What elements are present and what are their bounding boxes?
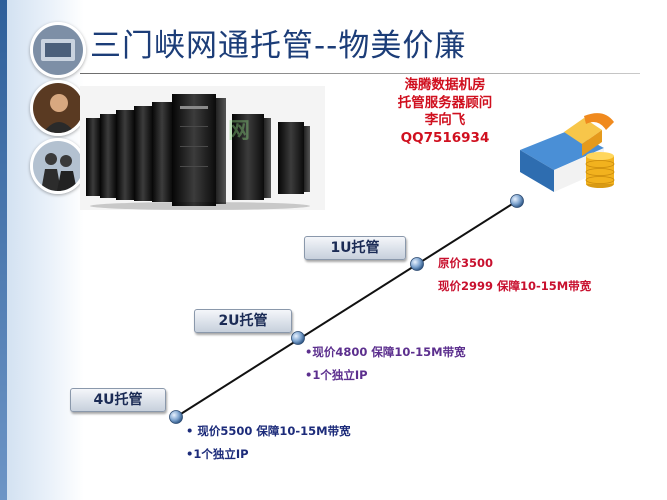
page-title: 三门峡网通托管--物美价廉 (90, 28, 467, 64)
watermark-text: 网 (228, 119, 252, 144)
contact-info: 海腾数据机房 托管服务器顾问 李向飞 QQ7516934 (360, 77, 530, 147)
business-photo-2 (30, 80, 86, 136)
sidebar-decoration (0, 0, 86, 500)
tier-4u-button[interactable]: 4U托管 (70, 388, 166, 412)
contact-role: 托管服务器顾问 (397, 94, 493, 111)
tier-1u-button[interactable]: 1U托管 (304, 236, 406, 260)
business-photo-1 (30, 22, 86, 78)
tier-4u-price: • 现价5500 保障10-15M带宽 (186, 424, 351, 438)
tier-2u-button[interactable]: 2U托管 (194, 309, 292, 333)
node-4u (169, 410, 183, 424)
tier-2u-ip: •1个独立IP (305, 368, 368, 382)
contact-name: 李向飞 (424, 112, 466, 128)
node-top (510, 194, 524, 208)
tier-1u-current-price: 现价2999 保障10-15M带宽 (438, 279, 592, 293)
node-2u (291, 331, 305, 345)
tier-4u-ip: •1个独立IP (186, 447, 249, 461)
contact-qq: QQ7516934 (400, 129, 490, 146)
title-divider (80, 73, 640, 74)
books-coins-illustration (520, 113, 615, 192)
sidebar-stripe (0, 0, 7, 500)
contact-datacenter: 海腾数据机房 (404, 77, 486, 93)
tier-2u-price: •现价4800 保障10-15M带宽 (305, 345, 466, 359)
business-photo-3 (30, 138, 86, 194)
server-rack-image (80, 86, 325, 210)
node-1u (410, 257, 424, 271)
growth-line-stroke (175, 200, 518, 418)
tier-1u-original-price: 原价3500 (438, 256, 494, 270)
